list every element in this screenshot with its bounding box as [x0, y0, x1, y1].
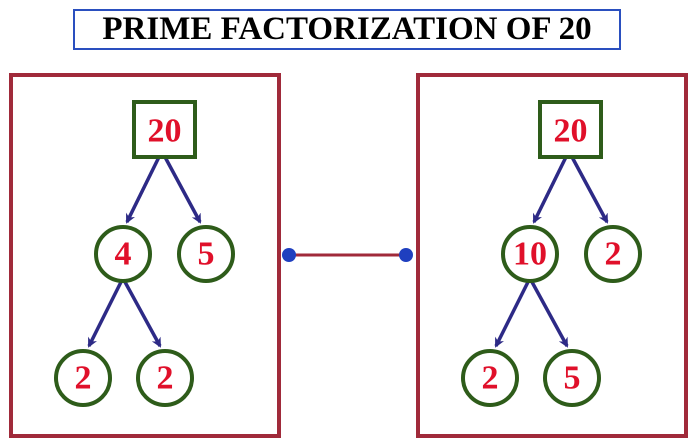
- right-level1-node-a: 10: [501, 225, 559, 283]
- right-root-node: 20: [538, 100, 603, 159]
- left-level2-node-b: 2: [136, 349, 194, 407]
- left-level1-node-b: 5: [177, 225, 235, 283]
- left-level2-label-a: 2: [75, 360, 92, 397]
- left-level1-node-a: 4: [94, 225, 152, 283]
- page-title: PRIME FACTORIZATION OF 20: [102, 11, 592, 47]
- connector-dot-right: [399, 248, 413, 262]
- right-level2-label-a: 2: [482, 360, 499, 397]
- left-root-label: 20: [148, 113, 182, 150]
- left-edge-4-to-2b: [123, 281, 162, 348]
- right-level2-node-a: 2: [461, 349, 519, 407]
- right-level2-node-b: 5: [543, 349, 601, 407]
- left-level2-node-a: 2: [54, 349, 112, 407]
- right-tree-panel: [416, 73, 688, 438]
- connector-dot-left: [282, 248, 296, 262]
- right-root-label: 20: [554, 113, 588, 150]
- left-edge-root-to-4: [125, 156, 161, 224]
- left-edge-root-to-5: [163, 156, 202, 224]
- right-edge-root-to-2: [570, 156, 609, 224]
- left-level1-label-b: 5: [198, 236, 215, 273]
- right-edge-10-to-2: [494, 281, 530, 348]
- left-level2-label-b: 2: [157, 360, 174, 397]
- right-level1-label-a: 10: [513, 236, 547, 273]
- right-level1-node-b: 2: [584, 225, 642, 283]
- left-level1-label-a: 4: [115, 236, 132, 273]
- right-edge-10-to-5: [530, 281, 569, 348]
- right-level1-label-b: 2: [605, 236, 622, 273]
- left-tree-panel: [9, 73, 281, 438]
- left-edge-4-to-2a: [87, 281, 123, 348]
- title-box: PRIME FACTORIZATION OF 20: [73, 9, 621, 50]
- right-level2-label-b: 5: [564, 360, 581, 397]
- right-edge-root-to-10: [532, 156, 568, 224]
- left-root-node: 20: [132, 100, 197, 159]
